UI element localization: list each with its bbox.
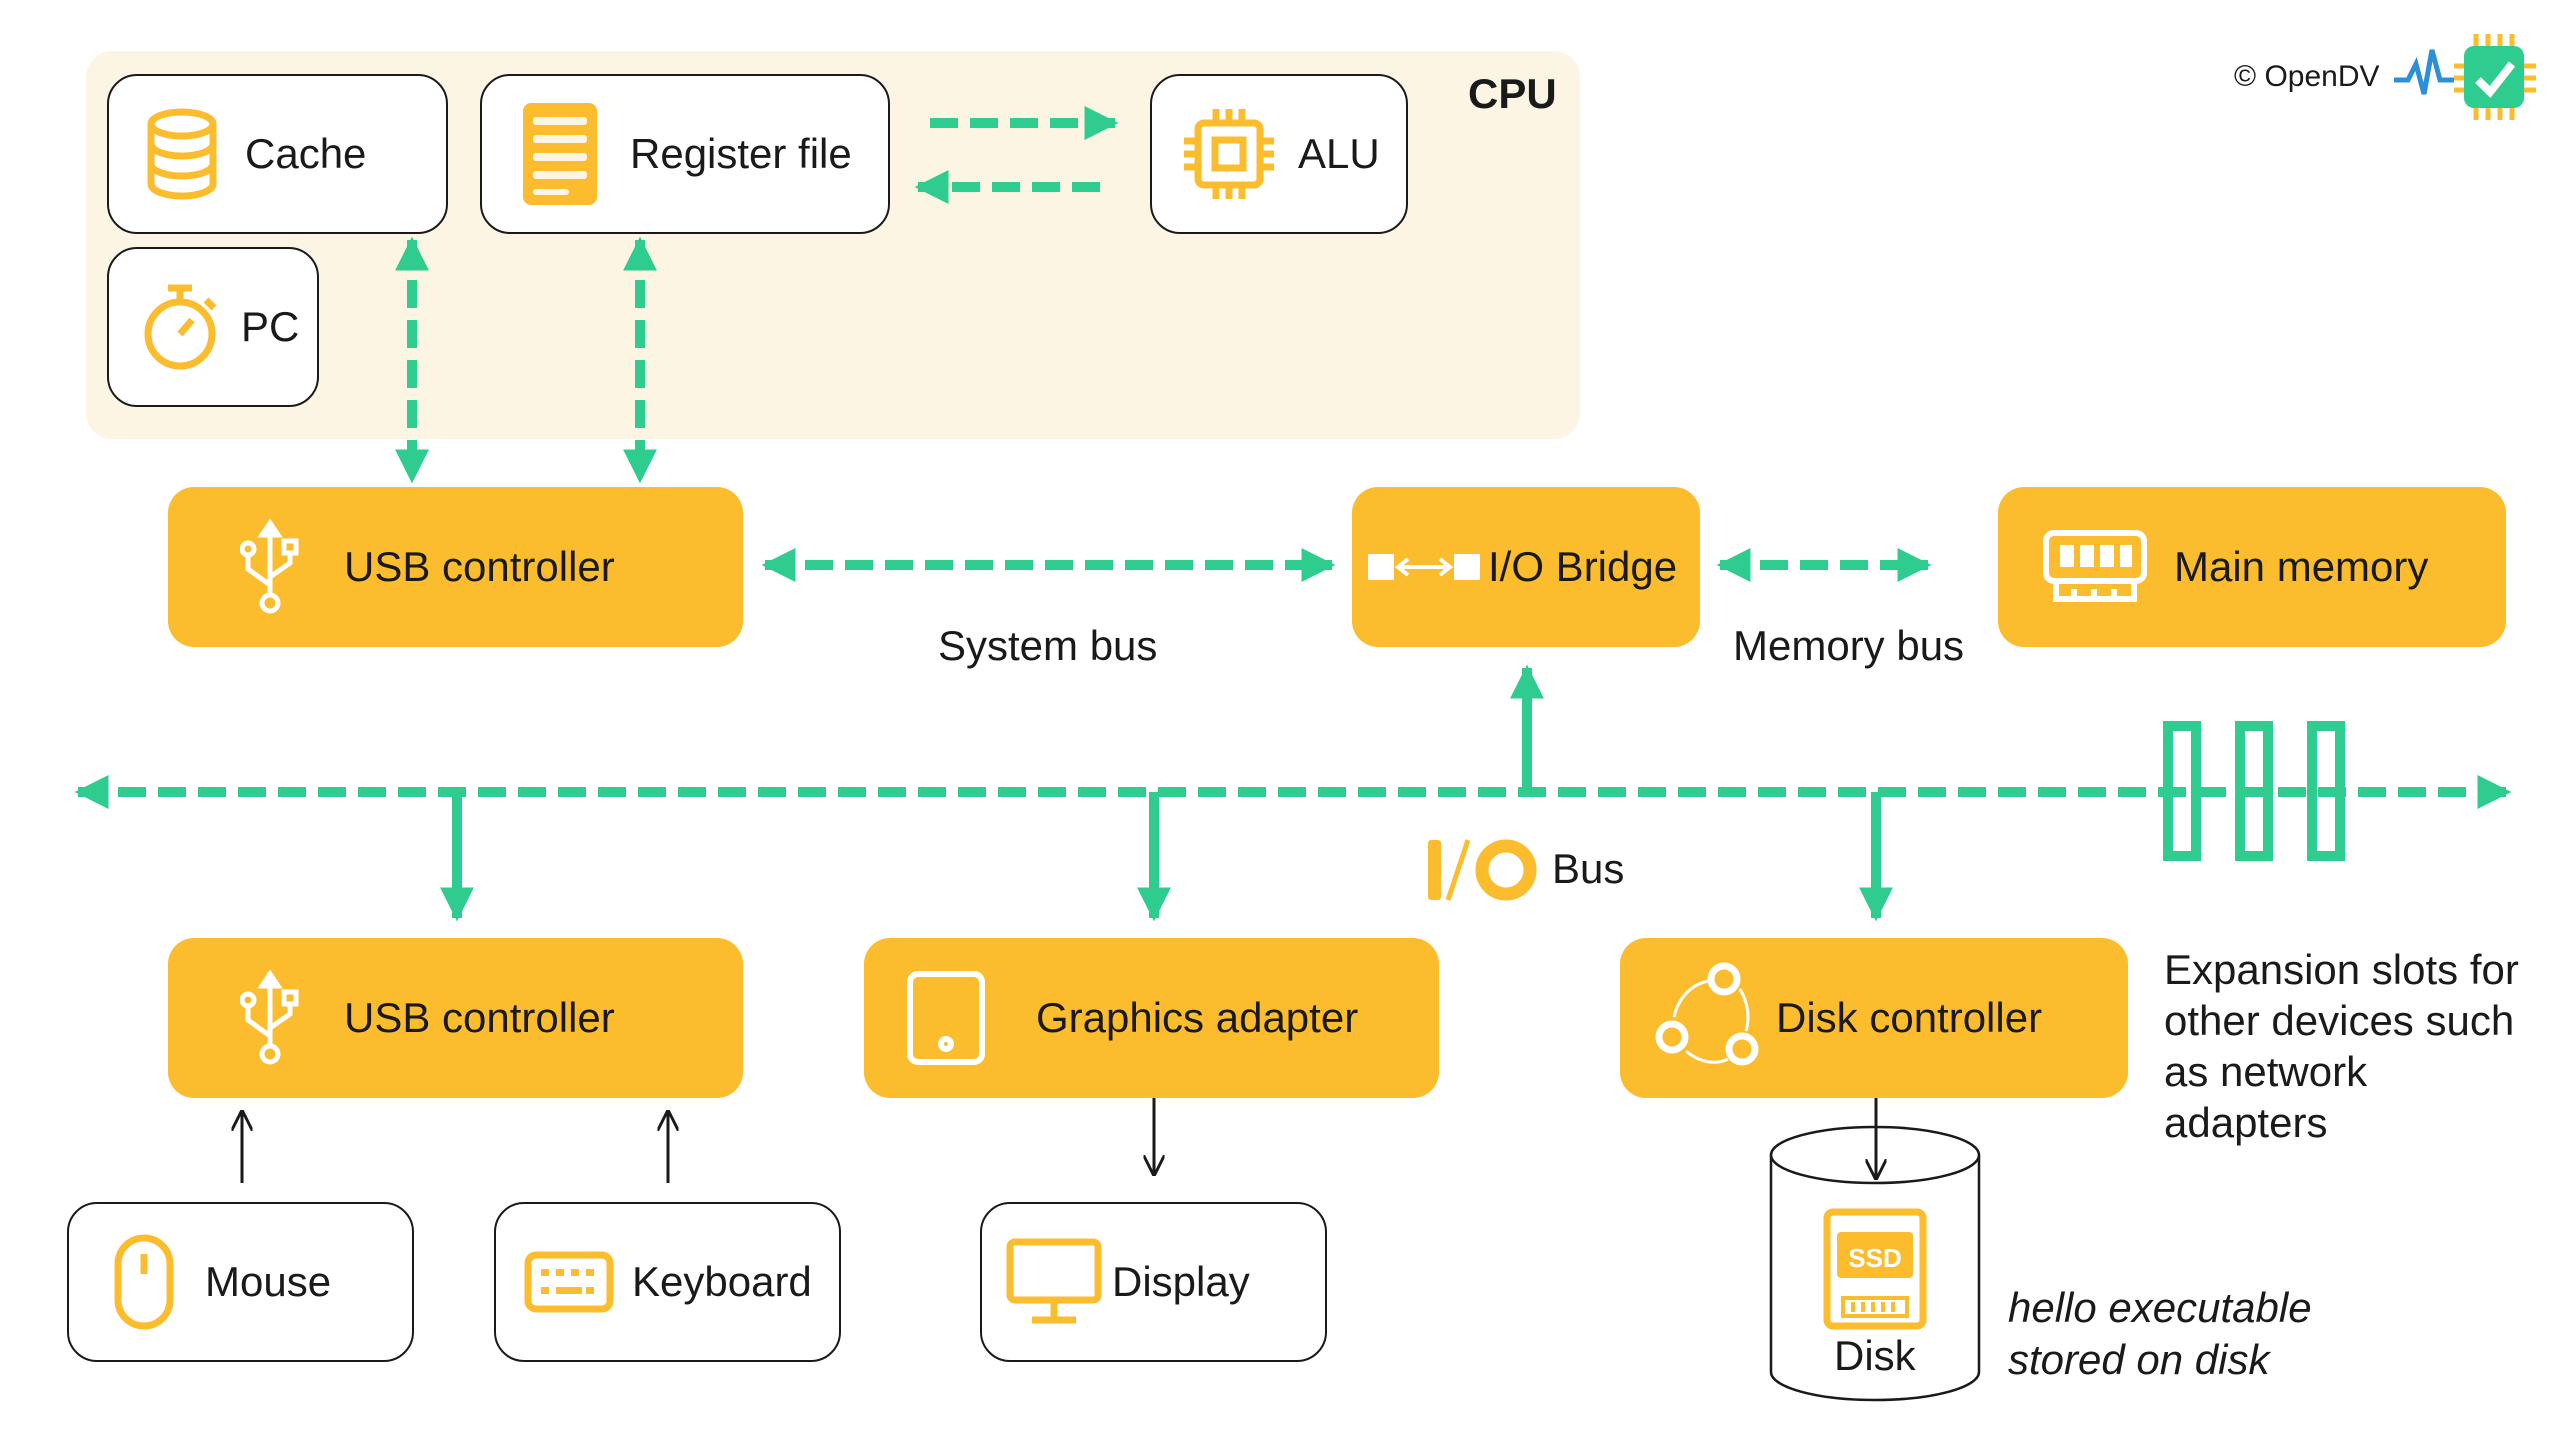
usb-controller-bottom-label: USB controller bbox=[344, 994, 615, 1041]
server-icon bbox=[520, 103, 600, 205]
mouse-label: Mouse bbox=[205, 1258, 332, 1305]
system-bus-label: System bus bbox=[938, 622, 1158, 669]
memory-bus-label: Memory bus bbox=[1733, 622, 1965, 669]
usb-controller-bottom-box[interactable]: USB controller bbox=[168, 938, 743, 1098]
opendv-logo: © OpenDV bbox=[2234, 22, 2552, 132]
graphics-adapter-box[interactable]: Graphics adapter bbox=[864, 938, 1439, 1098]
chip-icon bbox=[1180, 105, 1278, 203]
opendv-logo-icon bbox=[2393, 34, 2536, 120]
alu-box[interactable]: ALU bbox=[1150, 74, 1408, 234]
io-bus-logo: Bus bbox=[1424, 832, 1624, 906]
stopwatch-icon bbox=[137, 282, 227, 372]
keyboard-label: Keyboard bbox=[632, 1258, 812, 1305]
alu-label: ALU bbox=[1298, 130, 1380, 177]
expansion-slot-2 bbox=[2235, 721, 2273, 861]
logo-text: © OpenDV bbox=[2234, 60, 2380, 93]
disk-caption-text: hello executable stored on disk bbox=[2008, 1284, 2312, 1383]
monitor-icon bbox=[1006, 1238, 1102, 1326]
usb-controller-top-box[interactable]: USB controller bbox=[168, 487, 743, 647]
keyboard-icon bbox=[524, 1251, 614, 1313]
mouse-icon bbox=[111, 1234, 177, 1330]
cycle-icon bbox=[1650, 959, 1768, 1077]
disk-caption: hello executable stored on disk bbox=[2008, 1282, 2348, 1386]
mouse-box[interactable]: Mouse bbox=[67, 1202, 414, 1362]
database-icon bbox=[137, 108, 227, 200]
usb-icon bbox=[240, 970, 300, 1066]
disk-controller-label: Disk controller bbox=[1776, 994, 2043, 1041]
pc-label: PC bbox=[241, 303, 300, 350]
expansion-slot-3 bbox=[2307, 721, 2345, 861]
graphics-adapter-label: Graphics adapter bbox=[1036, 994, 1359, 1041]
io-bus-label: Bus bbox=[1552, 845, 1625, 892]
io-bridge-box[interactable]: I/O Bridge bbox=[1352, 487, 1700, 647]
main-memory-box[interactable]: Main memory bbox=[1998, 487, 2506, 647]
cache-box[interactable]: Cache bbox=[107, 74, 448, 234]
usb-icon bbox=[240, 519, 300, 615]
io-bridge-label: I/O Bridge bbox=[1488, 543, 1678, 590]
cache-label: Cache bbox=[245, 130, 367, 177]
expansion-slots-description: Expansion slots for other devices such a… bbox=[2164, 946, 2519, 1146]
disk-controller-box[interactable]: Disk controller bbox=[1620, 938, 2128, 1098]
usb-controller-top-label: USB controller bbox=[344, 543, 615, 590]
ssd-icon: SSD bbox=[1823, 1208, 1927, 1335]
display-label: Display bbox=[1112, 1258, 1250, 1305]
display-box[interactable]: Display bbox=[980, 1202, 1327, 1362]
pc-box[interactable]: PC bbox=[107, 247, 319, 407]
cpu-title: CPU bbox=[1468, 70, 1557, 117]
register-file-box[interactable]: Register file bbox=[480, 74, 890, 234]
expansion-slots-text: Expansion slots for other devices such a… bbox=[2164, 944, 2524, 1148]
io-bus-icon bbox=[1428, 839, 1537, 901]
bridge-icon bbox=[1368, 551, 1480, 583]
register-file-label: Register file bbox=[630, 130, 852, 177]
main-memory-label: Main memory bbox=[2174, 543, 2429, 590]
ram-icon bbox=[2042, 529, 2148, 605]
ssd-text: SSD bbox=[1848, 1243, 1901, 1273]
tablet-icon bbox=[906, 970, 986, 1066]
disk-label: Disk bbox=[1834, 1332, 1916, 1379]
expansion-slot-1 bbox=[2163, 721, 2201, 861]
keyboard-box[interactable]: Keyboard bbox=[494, 1202, 841, 1362]
